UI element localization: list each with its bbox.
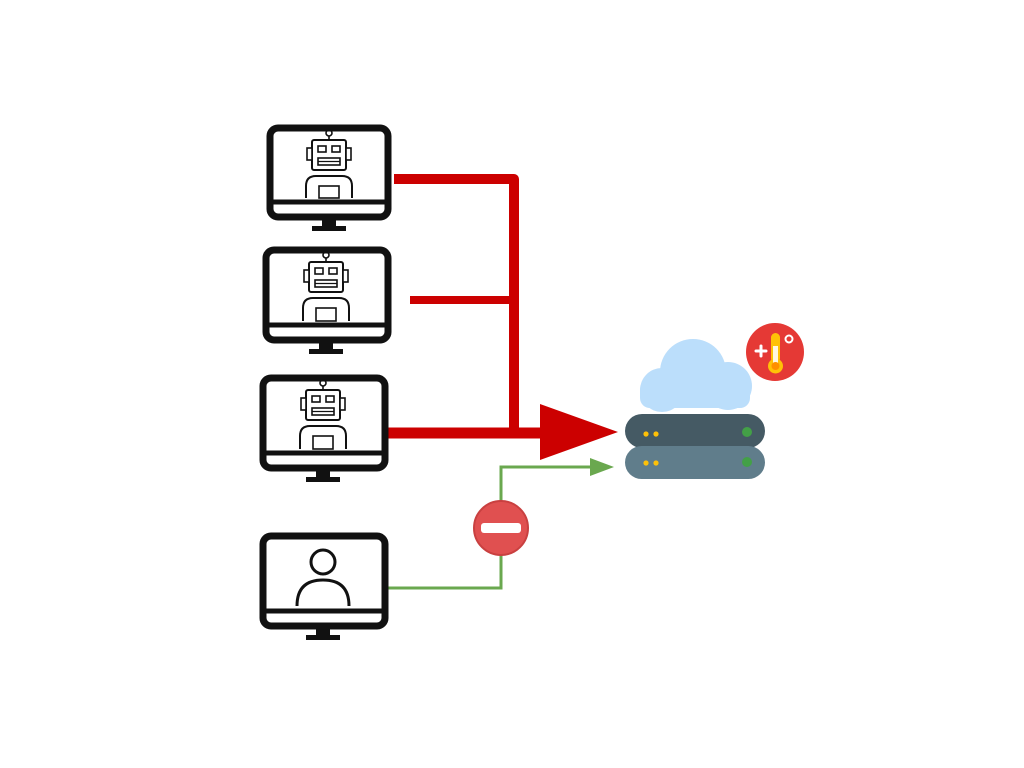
robot-icon [305,129,353,199]
cloud-icon [640,339,752,412]
server-unit-top [625,414,765,448]
bot-traffic-lines [388,174,618,460]
server-unit-bottom [625,446,765,479]
user-icon [295,548,351,607]
no-entry-icon [473,500,529,556]
robot-icon [299,379,347,450]
robot-icon [302,251,350,322]
bot-computer-3 [259,374,389,482]
human-traffic-arrowhead [590,458,614,476]
bot-computer-1 [266,124,392,231]
thermometer-icon [746,323,804,381]
server-icon [625,414,765,479]
bot-line-1 [394,174,519,433]
bot-computer-2 [262,246,392,354]
bot-traffic-arrowhead [540,404,618,460]
human-computer [259,532,389,640]
